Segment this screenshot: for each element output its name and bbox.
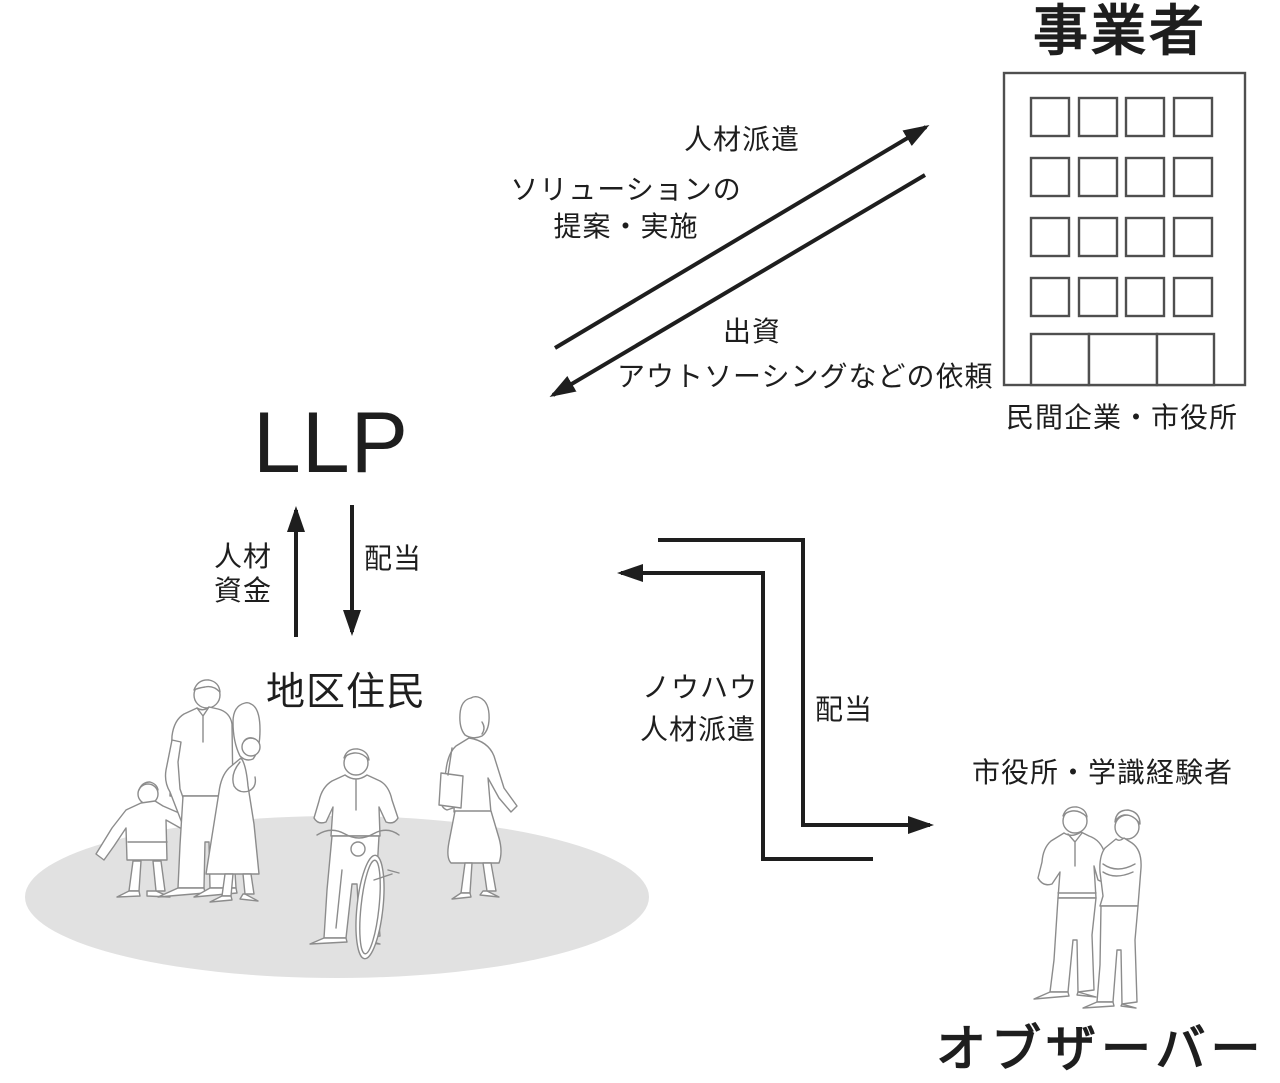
flow-label-dispatch-to-business: 人材派遣 — [684, 124, 801, 155]
observer-title: オブザーバー — [936, 1021, 1266, 1077]
child-figure — [95, 781, 191, 898]
cyclist-figure — [309, 748, 400, 960]
residents-illustration — [95, 679, 518, 960]
bicycle — [316, 829, 400, 960]
flow-label-dispatch-from-observer: 人材派遣 — [640, 714, 757, 745]
business-caption: 民間企業・市役所 — [1006, 402, 1239, 433]
arrow-llp-to-observer — [658, 538, 934, 834]
walking-woman-figure — [438, 695, 518, 900]
building-doors — [1029, 332, 1216, 387]
flow-label-knowhow: ノウハウ — [642, 672, 759, 703]
business-title: 事業者 — [1033, 0, 1208, 62]
arrow-business-to-llp — [549, 173, 927, 398]
office-building-illustration — [1002, 71, 1247, 387]
building-windows — [1029, 96, 1214, 318]
observers-illustration — [1033, 806, 1142, 1009]
arrow-observer-to-llp — [617, 564, 873, 861]
arrow-llp-to-business — [553, 124, 930, 350]
flow-label-outsourcing: アウトソーシングなどの依頼 — [617, 361, 994, 392]
observer-caption: 市役所・学識経験者 — [972, 757, 1234, 788]
observer-left-figure — [1033, 806, 1111, 1000]
residents-title: 地区住民 — [266, 671, 427, 714]
llp-title: LLP — [253, 395, 410, 491]
flow-label-dividend-to-residents: 配当 — [364, 543, 423, 574]
flow-label-dividend-to-observer: 配当 — [815, 694, 874, 725]
mother-and-baby-figure — [205, 701, 261, 903]
flow-label-solution: ソリューションの 提案・実施 — [510, 174, 742, 242]
observer-right-figure — [1082, 809, 1142, 1009]
flow-label-people-funds: 人材 資金 — [214, 541, 273, 606]
flow-label-investment: 出資 — [723, 316, 782, 347]
